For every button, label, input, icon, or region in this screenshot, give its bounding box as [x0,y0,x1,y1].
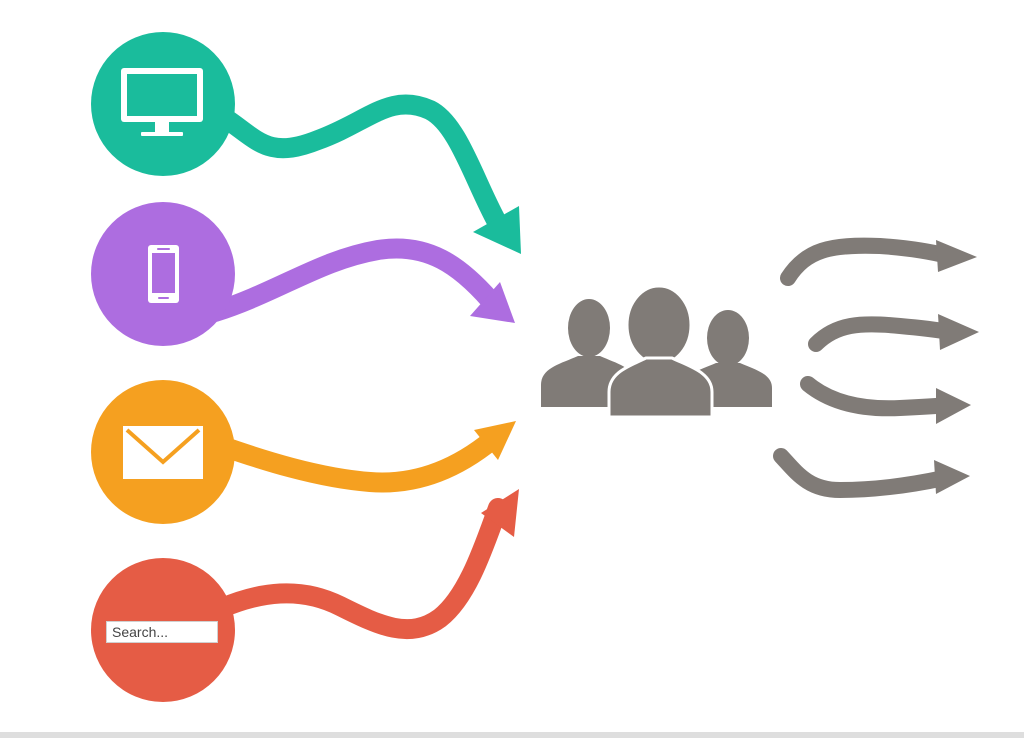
search-arrow [212,498,508,640]
desktop-channel [91,32,521,254]
curved-arrow-icon [800,376,971,424]
mobile-channel [91,202,515,346]
people-group-icon [541,284,772,419]
curved-arrow-icon [773,448,970,499]
curved-arrow-icon [808,314,979,352]
desktop-arrow [215,94,507,232]
desktop-arrowhead [473,206,521,254]
envelope-icon [123,426,203,479]
search-arrowhead [481,489,519,537]
bottom-border [0,732,1024,738]
email-arrowhead [474,421,516,460]
email-arrow [212,430,502,493]
output-arrows [773,237,979,499]
curved-arrow-icon [780,237,977,286]
monitor-icon [121,68,203,136]
mobile-arrow [205,238,500,322]
email-channel [91,380,516,524]
search-box: Search... [106,621,218,643]
smartphone-icon [148,245,179,303]
mobile-arrowhead [470,282,515,323]
